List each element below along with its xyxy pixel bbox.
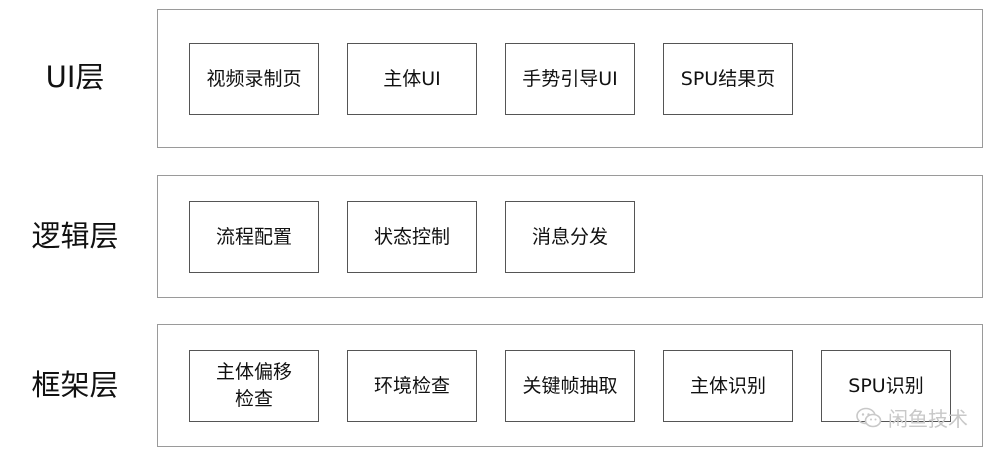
module-subject-recognition: 主体识别 <box>663 350 793 422</box>
layer-panel-ui: 视频录制页 主体UI 手势引导UI SPU结果页 <box>157 9 983 148</box>
watermark: 闲鱼技术 <box>856 403 968 432</box>
layer-label-ui: UI层 <box>45 60 105 94</box>
layer-panel-framework: 主体偏移 检查 环境检查 关键帧抽取 主体识别 SPU识别 <box>157 324 983 447</box>
module-keyframe-extract: 关键帧抽取 <box>505 350 635 422</box>
module-subject-ui: 主体UI <box>347 43 477 115</box>
module-video-record-page: 视频录制页 <box>189 43 319 115</box>
watermark-text: 闲鱼技术 <box>888 407 968 431</box>
module-spu-result-page: SPU结果页 <box>663 43 793 115</box>
layer-label-framework: 框架层 <box>31 368 119 402</box>
layer-panel-logic: 流程配置 状态控制 消息分发 <box>157 175 983 298</box>
module-gesture-guide-ui: 手势引导UI <box>505 43 635 115</box>
wechat-icon <box>856 407 882 429</box>
module-spu-recognition: SPU识别 <box>821 350 951 422</box>
layer-label-logic: 逻辑层 <box>31 219 119 253</box>
module-message-dispatch: 消息分发 <box>505 201 635 273</box>
module-state-control: 状态控制 <box>347 201 477 273</box>
module-subject-offset-check: 主体偏移 检查 <box>189 350 319 422</box>
module-flow-config: 流程配置 <box>189 201 319 273</box>
module-environment-check: 环境检查 <box>347 350 477 422</box>
